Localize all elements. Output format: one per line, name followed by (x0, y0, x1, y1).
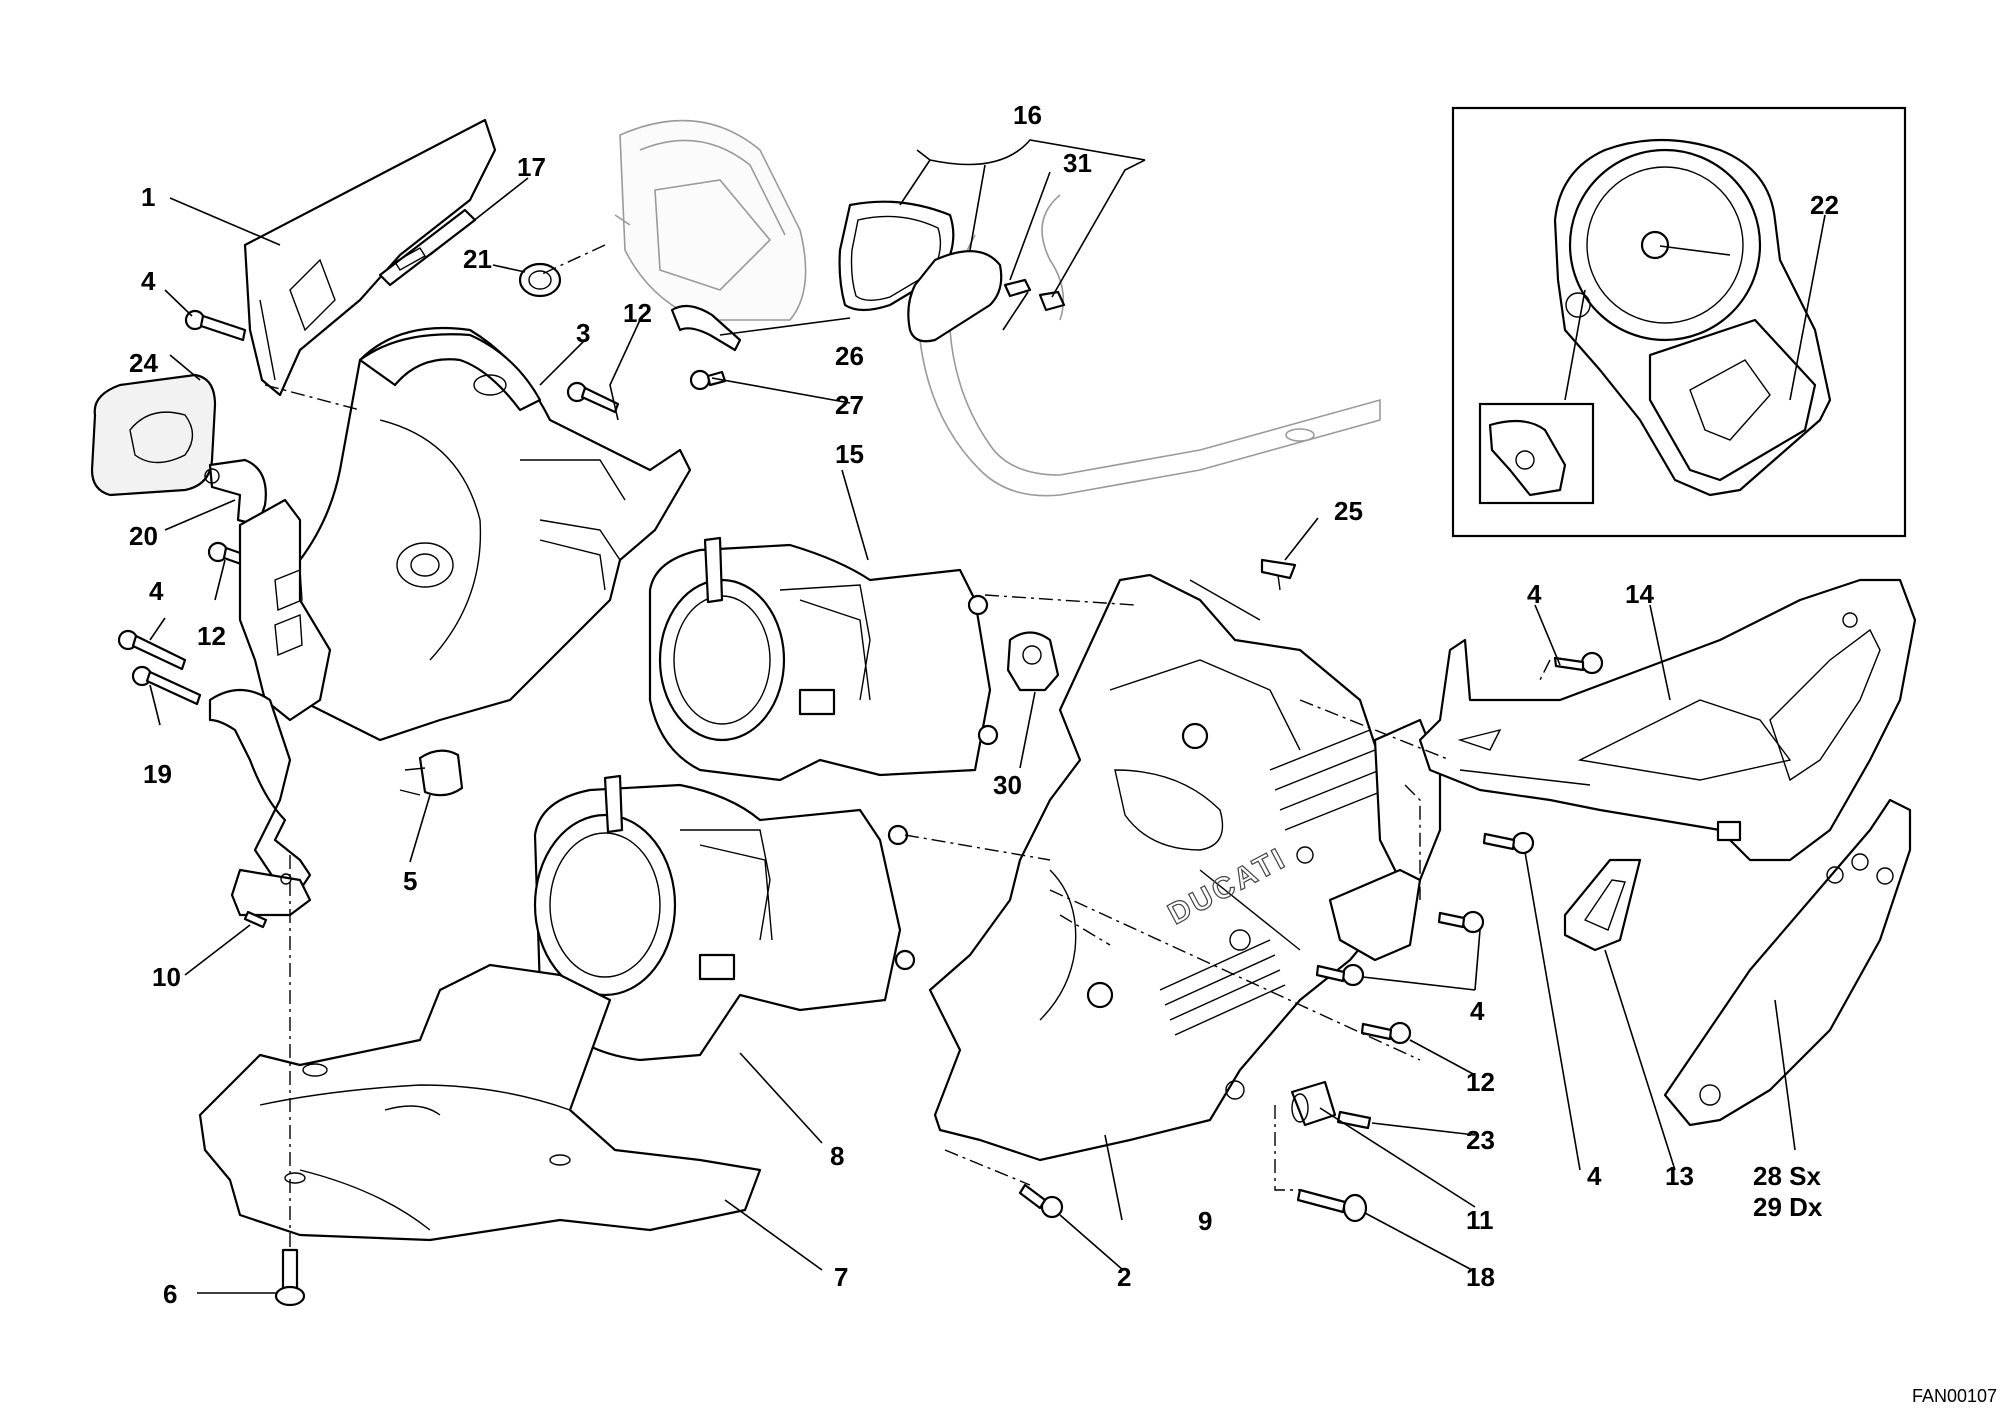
callout-16: 16 (1013, 100, 1042, 130)
callout-26: 26 (835, 341, 864, 371)
callout-13: 13 (1665, 1161, 1694, 1191)
part-15-upper-headlight (648, 536, 999, 782)
bolt-4-center (1315, 963, 1365, 987)
bolt-12-upper-center (566, 381, 620, 414)
bolt-19-left (131, 665, 202, 706)
part-10-pin (243, 910, 268, 929)
part-23-screw (1336, 1110, 1372, 1130)
part-30-bulb (1006, 631, 1060, 692)
part-1-upper-panel (243, 118, 497, 397)
callout-labels: 1 17 4 21 24 3 12 26 27 15 16 31 20 12 4… (129, 100, 1839, 1309)
callout-12: 12 (1466, 1067, 1495, 1097)
callout-23: 23 (1466, 1125, 1495, 1155)
part-31-small-bulb (1003, 278, 1066, 312)
bolt-4-right-a (1482, 831, 1535, 855)
callout-1: 1 (141, 182, 155, 212)
part-24-rubber-boot (90, 373, 217, 497)
callout-11: 11 (1466, 1205, 1494, 1235)
faded-fairing-edge (918, 194, 1381, 497)
callout-10: 10 (152, 962, 181, 992)
part-21-small-knob (518, 262, 562, 298)
part-18-pin (1296, 1188, 1368, 1223)
part-right-side-panel (1328, 718, 1442, 962)
callout-8: 8 (830, 1141, 844, 1171)
part-14-right-bracket (1418, 578, 1917, 862)
callout-4: 4 (1527, 579, 1542, 609)
callout-3: 3 (576, 318, 590, 348)
bolt-2-lower (1018, 1183, 1064, 1219)
callout-21: 21 (463, 244, 492, 274)
part-20-elbow-fitting (204, 458, 267, 527)
part-8-lower-headlight (533, 774, 916, 1062)
callout-20: 20 (129, 521, 158, 551)
callout-4: 4 (1470, 996, 1485, 1026)
callout-17: 17 (517, 152, 546, 182)
bolt-4-mid-left (117, 629, 187, 671)
part-5-bulb-holder (399, 749, 464, 797)
part-9-central-housing: DUCATI (928, 573, 1427, 1162)
callout-7: 7 (834, 1262, 848, 1292)
callout-4: 4 (149, 576, 164, 606)
callout-27: 27 (835, 390, 864, 420)
part-side-bracket (238, 498, 332, 722)
callout-12: 12 (197, 621, 226, 651)
callout-22: 22 (1810, 190, 1839, 220)
part-25-small-clip (1260, 558, 1297, 591)
callout-5: 5 (403, 866, 417, 896)
callout-4: 4 (1587, 1161, 1602, 1191)
callout-18: 18 (1466, 1262, 1495, 1292)
callout-15: 15 (835, 439, 864, 469)
part-13-small-bracket (1563, 858, 1642, 952)
part-7-lower-duct (198, 963, 762, 1242)
callout-29-dx: 29 Dx (1753, 1192, 1823, 1222)
alignment-lines (264, 244, 1551, 1250)
callout-30: 30 (993, 770, 1022, 800)
part-26-clip (670, 304, 742, 352)
bolt-4-upper-left (184, 309, 247, 342)
callout-25: 25 (1334, 496, 1363, 526)
faded-instrument-outline (614, 119, 807, 321)
inset-instrument-cluster (1451, 106, 1907, 538)
callout-31: 31 (1063, 148, 1092, 178)
leader-lines (149, 139, 1826, 1294)
bolt-4-upper-right (1553, 651, 1604, 675)
figure-code: FAN00107 (1912, 1386, 1997, 1406)
part-28-29-mounting-plate (1663, 798, 1912, 1127)
callout-9: 9 (1198, 1206, 1212, 1236)
bolt-4-right-b (1437, 910, 1485, 934)
callout-24: 24 (129, 348, 158, 378)
callout-6: 6 (163, 1279, 177, 1309)
part-16-lamp-lens (907, 250, 1003, 343)
callout-14: 14 (1625, 579, 1654, 609)
part-3-left-housing (268, 326, 692, 742)
callout-19: 19 (143, 759, 172, 789)
callout-4: 4 (141, 266, 156, 296)
bolt-12-lower-right (1360, 1021, 1412, 1045)
callout-2: 2 (1117, 1262, 1131, 1292)
callout-28-sx: 28 Sx (1753, 1161, 1821, 1191)
callout-12: 12 (623, 298, 652, 328)
part-6-lower-screw (274, 1248, 306, 1307)
part-10-lower-bracket (208, 689, 312, 917)
part-11-cap (1290, 1080, 1337, 1127)
